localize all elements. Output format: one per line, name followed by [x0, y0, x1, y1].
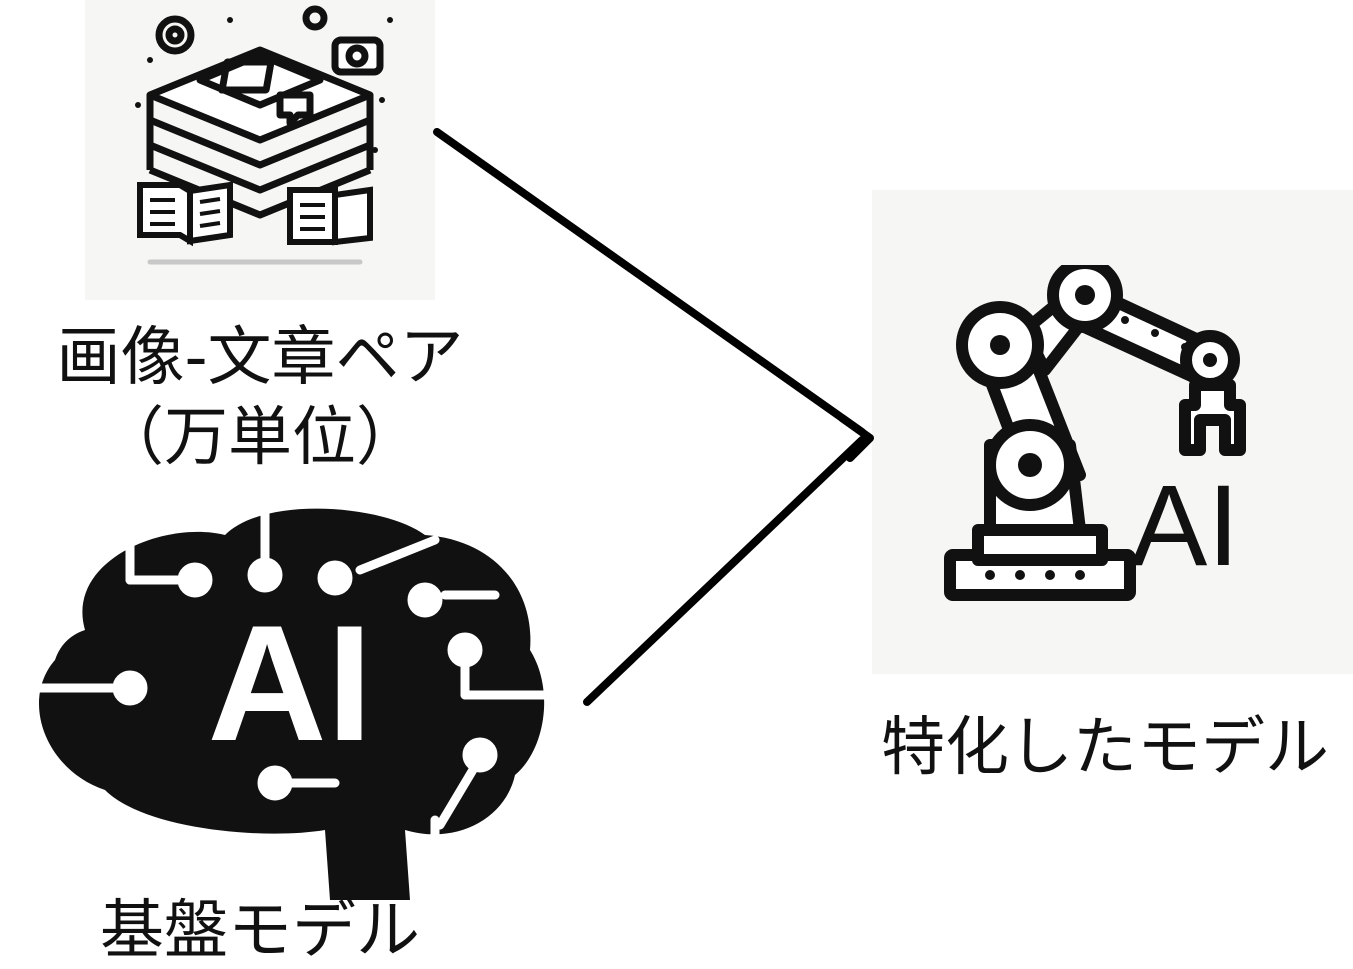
dataset-stack-icon: [135, 5, 393, 265]
specialized-model-label: 特化したモデル: [881, 711, 1329, 785]
dataset-label-line2: （万単位）: [100, 401, 420, 475]
robot-arm-icon: AI: [944, 265, 1246, 601]
arrow-foundation-to-specialized: [583, 436, 866, 706]
robot-ai-text: AI: [1131, 462, 1240, 590]
ai-brain-icon: AI: [25, 500, 550, 910]
dataset-label-line1: 画像-文章ペア: [56, 321, 464, 395]
arrow-dataset-to-specialized: [433, 128, 866, 436]
foundation-model-label: 基盤モデル: [100, 894, 420, 968]
arrowhead-icon: [838, 414, 874, 462]
brain-ai-text: AI: [208, 591, 373, 775]
